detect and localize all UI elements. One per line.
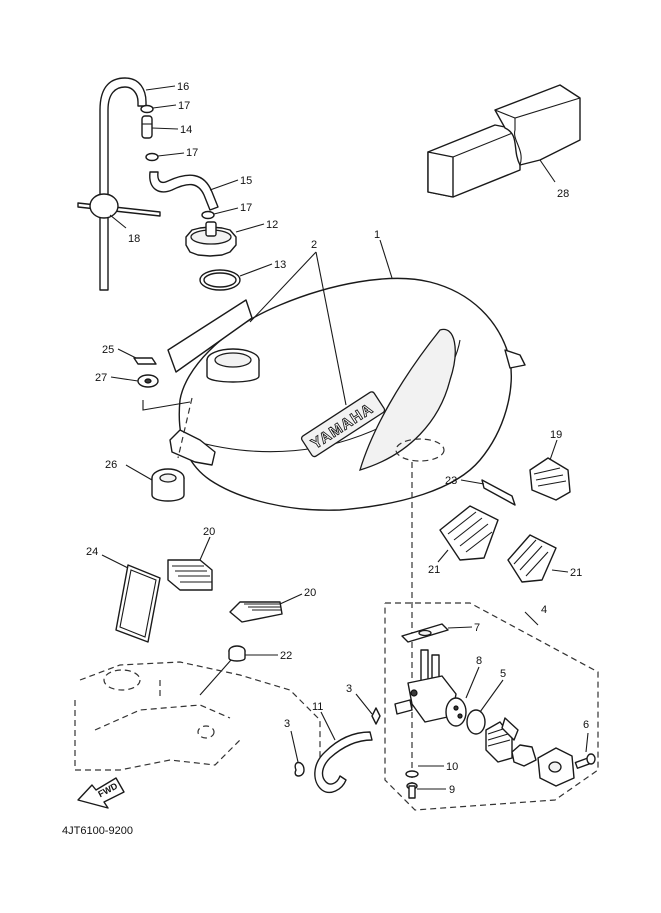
part-21-damper-right (507, 534, 557, 583)
callout-12: 12 (266, 219, 278, 231)
callout-1: 1 (374, 229, 380, 241)
part-27-washer (137, 374, 159, 388)
callout-26: 26 (105, 459, 117, 471)
part-13-gasket (199, 269, 241, 291)
part-17-clip-middle (145, 152, 159, 162)
part-1-fuel-tank: YAMAHA (169, 277, 526, 511)
callout-17b: 17 (186, 147, 198, 159)
part-16-breather-hose (99, 77, 147, 291)
callout-7: 7 (474, 622, 480, 634)
part-9-bolt (406, 782, 418, 799)
callout-6: 6 (583, 719, 589, 731)
callout-28: 28 (557, 188, 569, 200)
callout-24: 24 (86, 546, 98, 558)
callout-8: 8 (476, 655, 482, 667)
callout-20a: 20 (203, 526, 215, 538)
callout-17c: 17 (240, 202, 252, 214)
part-17-clip-top (140, 104, 154, 114)
part-cover-plate (511, 744, 575, 787)
callout-17a: 17 (178, 100, 190, 112)
part-25-clip (133, 357, 157, 365)
callout-3a: 3 (346, 683, 352, 695)
part-24-plate (115, 564, 161, 643)
callout-23: 23 (445, 475, 457, 487)
part-3-clip-lower (294, 761, 305, 777)
part-8-packing (445, 697, 467, 727)
part-5-o-ring (466, 709, 486, 735)
part-4-fuel-cock-assy-box (384, 602, 599, 811)
callout-2: 2 (311, 239, 317, 251)
fwd-arrow-icon: FWD (77, 777, 125, 809)
part-2-tape (167, 299, 253, 373)
part-lever-spring (485, 717, 519, 763)
callout-22: 22 (280, 650, 292, 662)
part-17-clip-lower (201, 210, 215, 220)
callout-14: 14 (180, 124, 192, 136)
part-7-gasket (401, 623, 449, 643)
callout-20b: 20 (304, 587, 316, 599)
part-18-cable-tie (77, 193, 161, 219)
callout-25: 25 (102, 344, 114, 356)
callout-9: 9 (449, 784, 455, 796)
part-20-damper-lower (229, 601, 283, 623)
part-22-grommet (228, 645, 246, 662)
callout-27: 27 (95, 372, 107, 384)
callout-16: 16 (177, 81, 189, 93)
part-15-hose (149, 171, 219, 211)
callout-13: 13 (274, 259, 286, 271)
part-14-check-valve (141, 115, 153, 139)
callout-21a: 21 (428, 564, 440, 576)
callout-5: 5 (500, 668, 506, 680)
callout-11: 11 (312, 701, 323, 713)
part-11-fuel-hose (314, 731, 373, 794)
part-21-damper-left (439, 505, 499, 561)
part-6-screw (574, 753, 596, 769)
part-20-damper-upper (167, 559, 213, 591)
part-23-plate (481, 479, 516, 506)
callout-10: 10 (446, 761, 458, 773)
part-26-damper (151, 468, 185, 502)
frame-outline (74, 661, 321, 780)
part-28-damper-blocks (427, 84, 581, 198)
part-19-boot (529, 457, 571, 501)
callout-4: 4 (541, 604, 547, 616)
callout-21b: 21 (570, 567, 582, 579)
part-fuel-cock-body (394, 649, 457, 723)
part-10-washer (405, 770, 419, 778)
callout-19: 19 (550, 429, 562, 441)
part-3-clip-upper (371, 707, 381, 725)
callout-15: 15 (240, 175, 252, 187)
part-12-fuel-cap (185, 221, 237, 257)
callout-3b: 3 (284, 718, 290, 730)
callout-18: 18 (128, 233, 140, 245)
document-code: 4JT6100-9200 (62, 825, 133, 837)
